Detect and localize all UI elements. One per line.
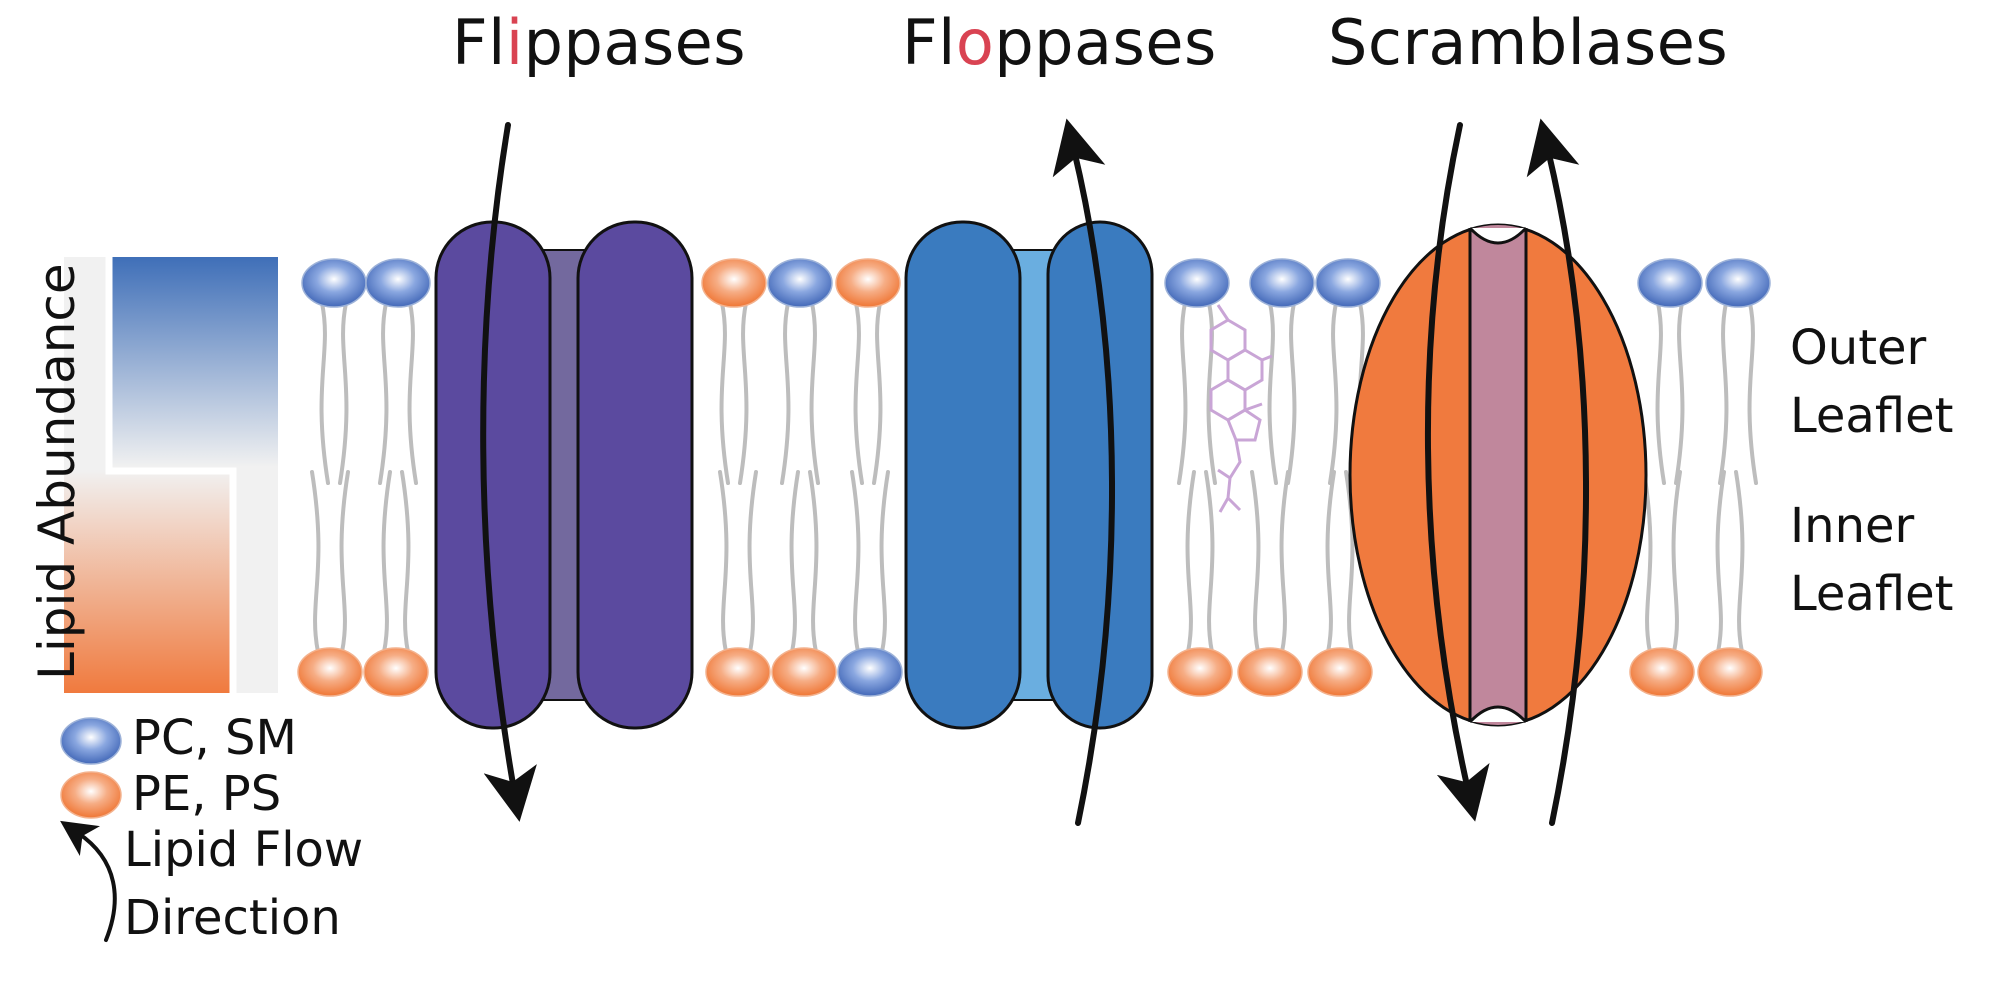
pc-sm-lipid-head — [1637, 258, 1703, 308]
legend-orange-label: PE, PS — [132, 766, 282, 822]
flippases-title: Flippases — [452, 6, 747, 79]
lipid-tail — [809, 301, 820, 485]
lipid-tail — [1185, 470, 1196, 654]
pc-sm-lipid-head — [1249, 258, 1315, 308]
legend-blue-label: PC, SM — [132, 710, 297, 766]
cholesterol-molecule — [1209, 304, 1273, 513]
lipid-abundance-panel — [64, 257, 278, 693]
lipid-tail — [1747, 301, 1758, 485]
lipid-tail — [719, 301, 730, 485]
lipid-tail — [1204, 470, 1215, 654]
pe-ps-lipid-head — [297, 647, 363, 697]
lipid-tail — [718, 470, 729, 654]
lipid-tail — [789, 470, 800, 654]
lipid-tail — [1279, 470, 1290, 654]
lipid-tail — [1655, 301, 1666, 485]
scramblase-protein — [1348, 223, 1648, 727]
lipid-tail — [1267, 301, 1278, 485]
pc-sm-lipid-head — [1705, 258, 1771, 308]
scramblase-inward-arrow — [1424, 122, 1490, 822]
scramblase-outward-arrow — [1526, 118, 1590, 826]
lipid-tail — [1177, 301, 1188, 485]
pe-ps-lipid-head — [771, 647, 837, 697]
pe-ps-lipid-head — [1629, 647, 1695, 697]
lipid-tail — [407, 301, 418, 485]
pe-ps-lipid-head — [835, 258, 901, 308]
lipid-tail — [879, 470, 890, 654]
lipid-tail — [1671, 470, 1682, 654]
abundance-divider — [105, 257, 237, 693]
pe-ps-lipid-head — [701, 258, 767, 308]
pe-ps-lipid-head — [705, 647, 771, 697]
lipid-tail — [1715, 470, 1726, 654]
lipid-tail — [378, 301, 389, 485]
pe-ps-lipid-head — [1237, 647, 1303, 697]
lipid-tail — [1718, 301, 1729, 485]
scramblase-bottom-notch — [1468, 705, 1528, 724]
outer-leaflet-label: Outer Leaflet — [1790, 314, 1953, 450]
inner-leaflet-line1: Inner — [1790, 498, 1915, 554]
abundance-orange-region — [64, 470, 230, 693]
legend-flow-label-line1: Lipid Flow — [124, 822, 364, 878]
flippase-protein — [434, 220, 694, 730]
lipid-tail — [1250, 470, 1261, 654]
outer-leaflet-line2: Leaflet — [1790, 388, 1954, 444]
lipid-tail — [780, 301, 791, 485]
lipid-heads — [297, 258, 1771, 697]
lipid-tail — [1642, 470, 1653, 654]
inner-leaflet-label: Inner Leaflet — [1790, 492, 1953, 628]
pc-sm-lipid-head — [365, 258, 431, 308]
legend-orange-lipid-swatch — [60, 771, 122, 819]
pc-sm-lipid-head — [767, 258, 833, 308]
pc-sm-lipid-head — [1164, 258, 1230, 308]
lipid-abundance-label: Lipid Abundance — [28, 263, 86, 680]
lipid-tail — [853, 301, 864, 485]
inner-leaflet-line2: Leaflet — [1790, 566, 1954, 622]
lipid-tail — [319, 301, 330, 485]
lipid-tail — [400, 470, 411, 654]
flippase-flow-arrow — [480, 122, 537, 822]
lipid-tail — [338, 301, 349, 485]
abundance-blue-region — [112, 257, 278, 467]
lipid-tail — [1328, 301, 1339, 485]
scramblase-top-notch — [1468, 226, 1528, 245]
legend-flow-label-line2: Direction — [124, 890, 341, 946]
pe-ps-lipid-head — [363, 647, 429, 697]
lipid-tail — [1206, 301, 1217, 485]
flow-arrows — [60, 118, 1590, 942]
legend-blue-lipid-swatch — [60, 717, 122, 765]
lipid-tail — [310, 470, 321, 654]
outer-leaflet-line1: Outer — [1790, 320, 1927, 376]
pc-sm-lipid-head — [301, 258, 367, 308]
lipid-tail — [747, 470, 758, 654]
lipid-tail — [850, 470, 861, 654]
pe-ps-lipid-head — [1167, 647, 1233, 697]
floppase-protein — [904, 220, 1154, 730]
floppase-left-subunit — [904, 220, 1022, 730]
pe-ps-lipid-head — [1697, 647, 1763, 697]
scramblase-channel — [1470, 225, 1526, 725]
lipid-tail — [808, 470, 819, 654]
lipid-tail — [1674, 301, 1685, 485]
lipid-tail — [1286, 301, 1297, 485]
lipid-tail — [381, 470, 392, 654]
pe-ps-lipid-head — [1307, 647, 1373, 697]
lipid-tail — [738, 301, 749, 485]
floppase-flow-arrow — [1052, 118, 1116, 826]
lipid-tail — [872, 301, 883, 485]
legend-flow-arrow — [60, 820, 117, 942]
pc-sm-lipid-head — [1315, 258, 1381, 308]
scramblases-title: Scramblases — [1328, 6, 1729, 79]
lipid-tail — [1734, 470, 1745, 654]
pc-sm-lipid-head — [837, 647, 903, 697]
flippase-right-subunit — [576, 220, 694, 730]
lipid-tail — [1325, 470, 1336, 654]
floppase-right-subunit — [1046, 220, 1154, 730]
floppases-title: Floppases — [902, 6, 1217, 79]
lipid-tail — [339, 470, 350, 654]
